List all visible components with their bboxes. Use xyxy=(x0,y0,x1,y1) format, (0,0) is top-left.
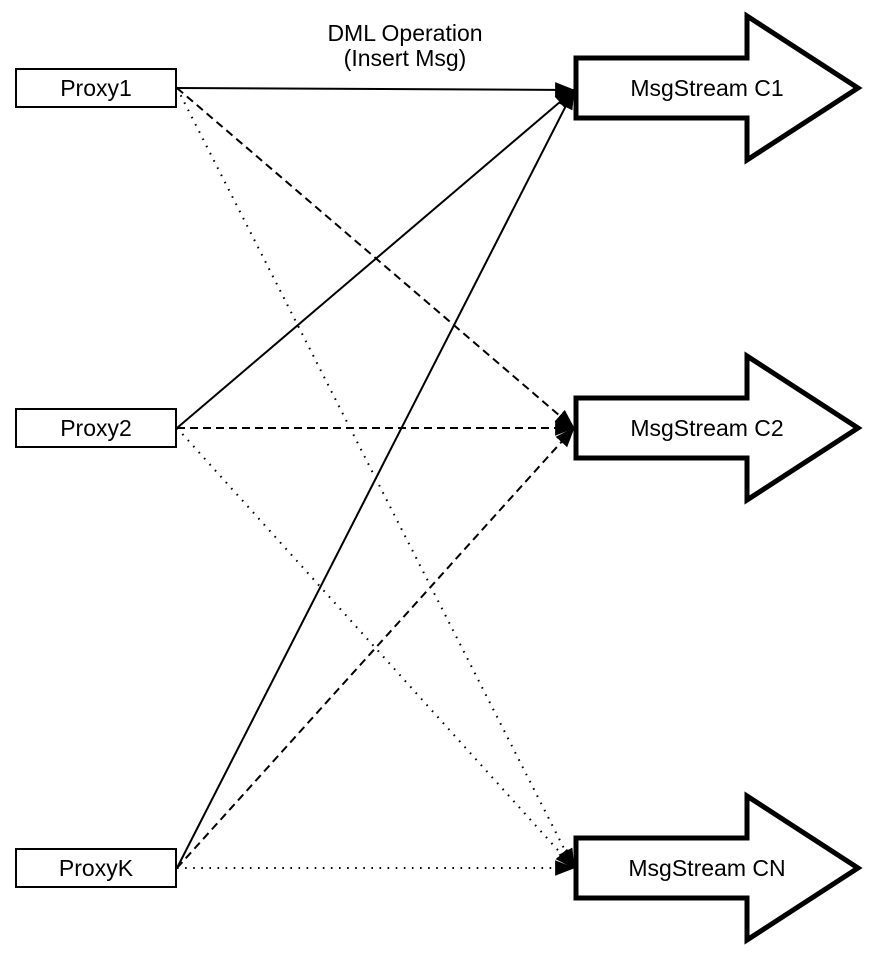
msgstream-cn-arrow-shape xyxy=(573,791,863,945)
diagram-title: DML Operation (Insert Msg) xyxy=(285,21,525,71)
title-line2: (Insert Msg) xyxy=(343,45,467,71)
proxyk-label: ProxyK xyxy=(58,854,134,881)
msgstream-c2-label: MsgStream C2 xyxy=(630,415,784,441)
proxy2-label: Proxy2 xyxy=(60,414,132,441)
msgstream-c1-arrow-shape xyxy=(573,11,863,165)
edge-proxyk-c1 xyxy=(176,89,575,869)
proxyk-node: ProxyK xyxy=(15,848,177,888)
msgstream-c1-label: MsgStream C1 xyxy=(630,75,784,101)
edge-proxyk-c2 xyxy=(176,427,575,869)
edge-proxy2-c1 xyxy=(176,89,575,429)
edge-group xyxy=(176,82,576,876)
edge-proxy2-cn xyxy=(176,427,575,869)
proxy1-node: Proxy1 xyxy=(15,68,177,108)
edge-proxy1-c1 xyxy=(176,82,576,98)
msgstream-c2-arrow-shape xyxy=(573,351,863,505)
proxy1-label: Proxy1 xyxy=(60,74,132,101)
title-line1: DML Operation xyxy=(327,20,483,46)
proxy2-node: Proxy2 xyxy=(15,408,177,448)
msgstream-cn-label: MsgStream CN xyxy=(628,855,786,881)
